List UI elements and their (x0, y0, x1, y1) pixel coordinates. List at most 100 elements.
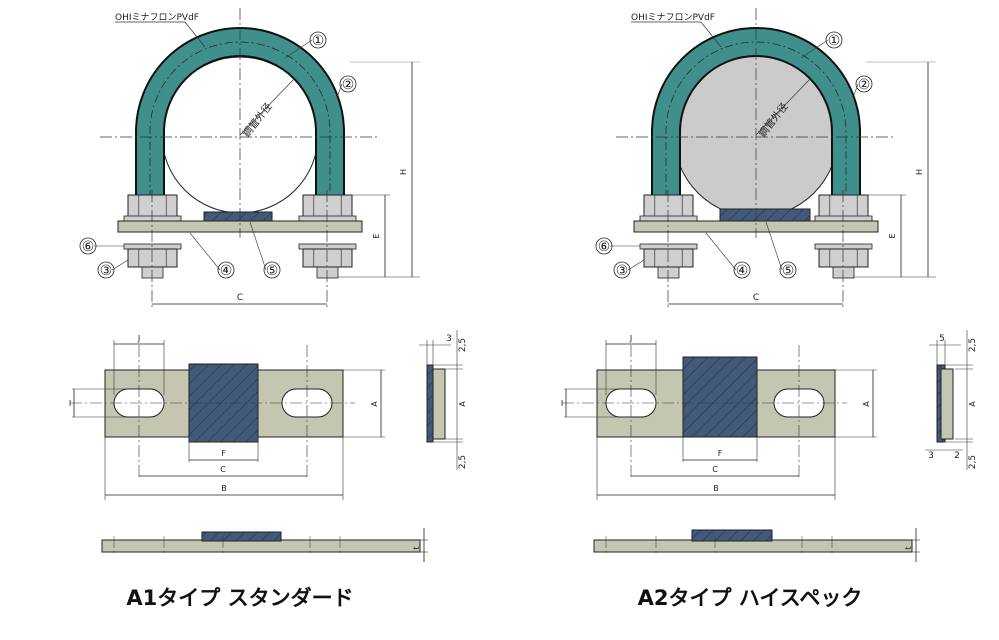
coating-label: OHIミナフロンPVdF (115, 12, 199, 23)
lower-nut-right (818, 248, 869, 268)
dim-label-side-top: 2,5 (458, 338, 468, 352)
dim-label-b: B (221, 484, 227, 493)
dim-label-e: E (372, 233, 381, 238)
callout-leader (765, 221, 783, 271)
upper-nut-right (302, 194, 353, 218)
upper-washer-right (298, 215, 357, 222)
dim-label-t: t (904, 546, 913, 549)
callout-circle (97, 261, 115, 279)
lower-washer-left (639, 243, 698, 250)
dim-label-j: J (137, 334, 140, 343)
callout-5: ⑤ (266, 263, 279, 279)
nut-body (127, 248, 178, 268)
a1-elevation-view: t (101, 528, 428, 562)
pad-elevation (201, 531, 282, 542)
lower-washer-right (814, 243, 873, 250)
dim-label-side-plate: 2 (954, 451, 960, 461)
callout-leader (249, 221, 267, 271)
pipe-diameter-line (239, 77, 296, 136)
upper-washer-right (814, 215, 873, 222)
nut-body (643, 194, 694, 218)
callout-4: ④ (736, 263, 749, 279)
callout-circle (217, 261, 235, 279)
a2-elevation-view: t (593, 528, 920, 562)
callout-circle (825, 31, 843, 49)
callout-leader (284, 39, 313, 59)
lower-washer-right (298, 243, 357, 250)
u-bolt-centerline (665, 41, 847, 198)
a2-type-title: A2タイプ ハイスペック (637, 586, 863, 610)
plate-elevation (593, 539, 913, 553)
callout-leader (800, 39, 829, 59)
upper-nut-left (643, 194, 694, 218)
lower-nut-right (302, 248, 353, 268)
callout-leader (337, 83, 343, 96)
dim-label-side-a: A (458, 401, 467, 407)
callout-circle (309, 31, 327, 49)
a1-type-title: A1タイプ スタンダード (126, 586, 354, 610)
dim-label-h: H (399, 169, 408, 175)
callout-leader (853, 83, 859, 96)
lower-nut-left (127, 248, 178, 268)
callout-2: ② (858, 77, 871, 93)
dim-label-c: C (753, 293, 759, 303)
callout-circle (613, 261, 631, 279)
callout-circle (855, 75, 873, 93)
callout-leader (111, 259, 129, 271)
dim-label-a: A (370, 401, 379, 407)
callout-leader (705, 232, 737, 271)
dim-label-c-plan: C (220, 465, 226, 474)
u-bolt (135, 27, 345, 199)
callout-leader (189, 232, 221, 271)
dim-label-side-a: A (968, 401, 977, 407)
callout-3: ③ (616, 263, 629, 279)
callout-1: ① (312, 33, 325, 49)
callout-circle (733, 261, 751, 279)
dim-label-t: t (412, 546, 421, 549)
callout-circle (263, 261, 281, 279)
pad-elevation (691, 529, 773, 542)
dim-label-e: E (888, 233, 897, 238)
dim-label-side-width: 3 (446, 334, 452, 344)
leader-line (700, 21, 722, 48)
u-bolt (651, 27, 861, 199)
nut-body (127, 194, 178, 218)
callout-6: ⑥ (82, 239, 95, 255)
dim-label-side-pad: 3 (928, 451, 934, 461)
callout-leader (627, 259, 645, 271)
dim-label-c: C (237, 293, 243, 303)
callout-6: ⑥ (598, 239, 611, 255)
plate-side (432, 368, 446, 440)
dim-label-i: I (561, 399, 563, 408)
upper-nut-right (818, 194, 869, 218)
upper-nut-left (127, 194, 178, 218)
dim-label-h: H (915, 169, 924, 175)
pad (203, 211, 273, 222)
dim-label-side-width: 5 (939, 334, 945, 344)
nut-body (302, 248, 353, 268)
dim-label-side-bottom: 2,5 (458, 455, 468, 469)
callout-circle (339, 75, 357, 93)
pad-plan (682, 356, 758, 438)
dim-label-b: B (713, 484, 719, 493)
dim-label-j: J (629, 334, 632, 343)
dim-label-side-bottom: 2,5 (968, 455, 978, 469)
dim-label-f: F (718, 449, 723, 458)
dim-label-f: F (221, 449, 226, 458)
leader-line (184, 21, 206, 48)
lower-nut-left (643, 248, 694, 268)
callout-4: ④ (220, 263, 233, 279)
dim-label-side-top: 2,5 (968, 338, 978, 352)
pipe-diameter-line (755, 77, 812, 136)
lower-washer-left (123, 243, 182, 250)
nut-body (643, 248, 694, 268)
pad-side (426, 364, 434, 443)
nut-body (818, 194, 869, 218)
coating-label: OHIミナフロンPVdF (631, 12, 715, 23)
u-bolt-centerline (149, 41, 331, 198)
